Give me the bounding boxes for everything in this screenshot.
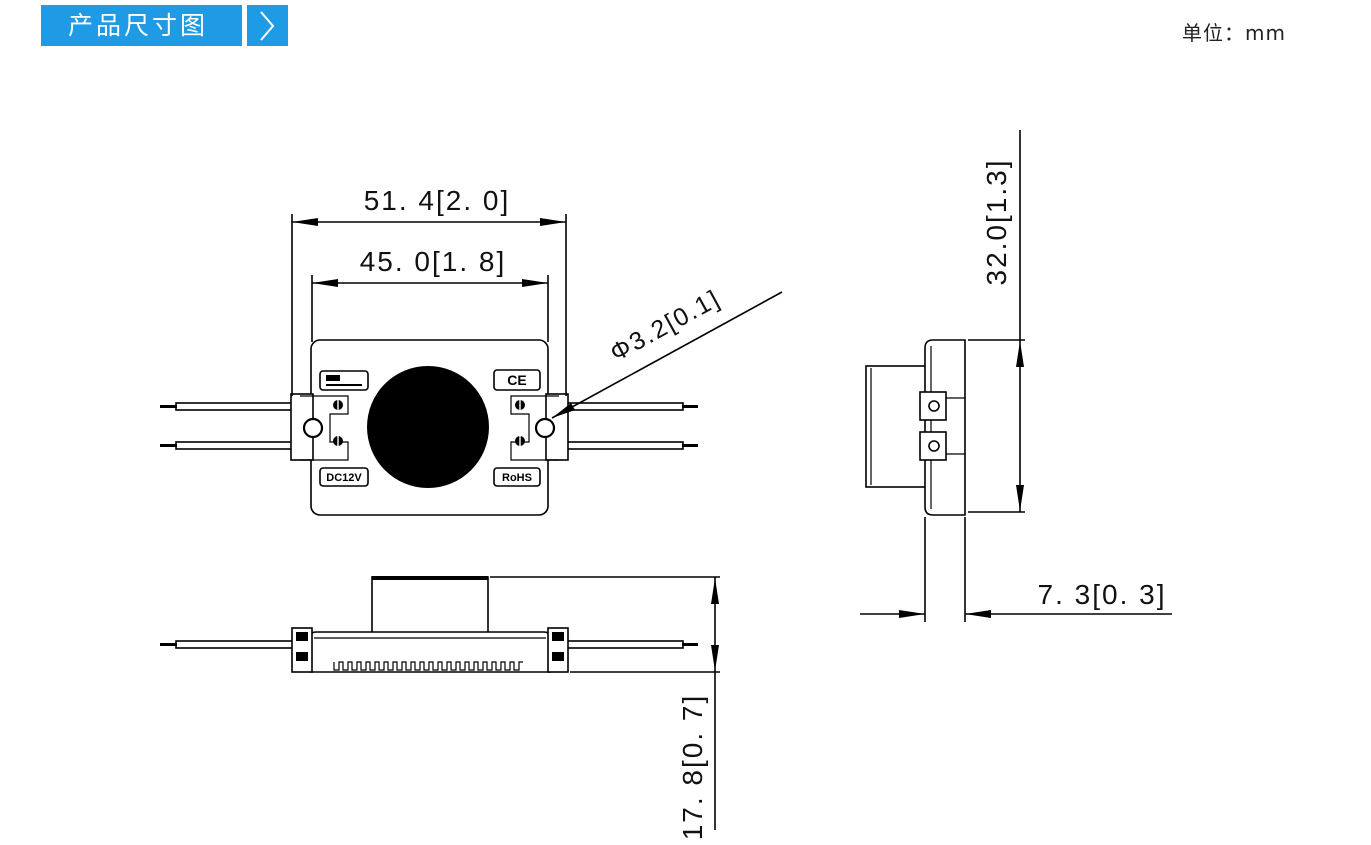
lens-profile <box>371 576 489 636</box>
leader-line <box>551 291 783 419</box>
module-body-side <box>924 339 966 516</box>
arrowhead <box>1016 485 1024 511</box>
lens-side <box>865 365 927 488</box>
unit-label: 单位：mm <box>1182 21 1286 45</box>
voltage-label: DC12V <box>326 472 362 484</box>
rohs-label: RoHS <box>502 472 532 484</box>
voltage-badge <box>319 467 369 487</box>
arrowhead <box>899 610 925 618</box>
hole-diameter-label: Φ3.2[0.1] <box>605 284 725 367</box>
right-screw-head <box>552 632 564 641</box>
arrowhead <box>312 279 338 287</box>
tab-upper <box>919 391 947 421</box>
left-bracket <box>290 393 349 461</box>
wire-left <box>175 640 295 649</box>
width-label: 32.0[1.3] <box>981 159 1012 286</box>
arrowhead <box>552 403 575 418</box>
rohs-badge <box>493 467 541 487</box>
overall-length-label: 51. 4[2. 0] <box>364 185 511 216</box>
wire-left-upper <box>175 402 297 411</box>
wire-right-lower <box>563 441 684 450</box>
right-view <box>865 339 966 516</box>
front-view: CE DC12V RoHS <box>160 339 698 516</box>
wire-right-upper <box>563 402 684 411</box>
ce-label: CE <box>507 372 526 388</box>
left-mount-hole <box>302 417 324 439</box>
left-screw-base <box>296 652 308 661</box>
heatsink-fins <box>333 661 523 671</box>
tab-lower-hole <box>928 440 940 452</box>
arrowhead <box>711 645 719 671</box>
chevron-stroke <box>260 11 275 41</box>
dim-width: 32.0[1.3] <box>968 130 1025 513</box>
chevron-box <box>247 5 288 46</box>
ce-badge <box>493 369 541 391</box>
body-thickness-label: 7. 3[0. 3] <box>1038 579 1167 610</box>
right-screw-base <box>552 652 564 661</box>
arrowhead <box>540 218 566 226</box>
arrowhead <box>522 279 548 287</box>
wire-left-lower <box>175 441 297 450</box>
wire-right <box>565 640 684 649</box>
dim-hole-diameter: Φ3.2[0.1] <box>551 284 783 419</box>
right-bracket-frame <box>510 395 559 461</box>
side-view <box>160 576 698 673</box>
arrowhead <box>1016 341 1024 367</box>
chevron-right-icon <box>260 11 275 41</box>
left-bracket-frame <box>300 395 349 461</box>
lens <box>367 366 489 488</box>
dim-overall-length: 51. 4[2. 0] <box>291 185 567 396</box>
dim-body-thickness: 7. 3[0. 3] <box>860 517 1172 622</box>
hole-spacing-label: 45. 0[1. 8] <box>360 246 507 277</box>
right-mount-hole <box>534 417 556 439</box>
arrowhead <box>965 610 991 618</box>
tab-lower <box>919 431 947 461</box>
section-title: 产品尺寸图 <box>41 5 242 46</box>
arrowhead <box>292 218 318 226</box>
dim-overall-height: 17. 8[0. 7] <box>490 576 720 841</box>
tab-upper-hole <box>928 400 940 412</box>
left-screw-head <box>296 632 308 641</box>
brand-logo-icon <box>319 370 369 391</box>
arrowhead <box>711 578 719 604</box>
logo-mark <box>326 375 340 381</box>
dim-hole-spacing: 45. 0[1. 8] <box>311 246 549 342</box>
overall-height-label: 17. 8[0. 7] <box>677 694 708 841</box>
lens-top-edge <box>372 576 488 580</box>
